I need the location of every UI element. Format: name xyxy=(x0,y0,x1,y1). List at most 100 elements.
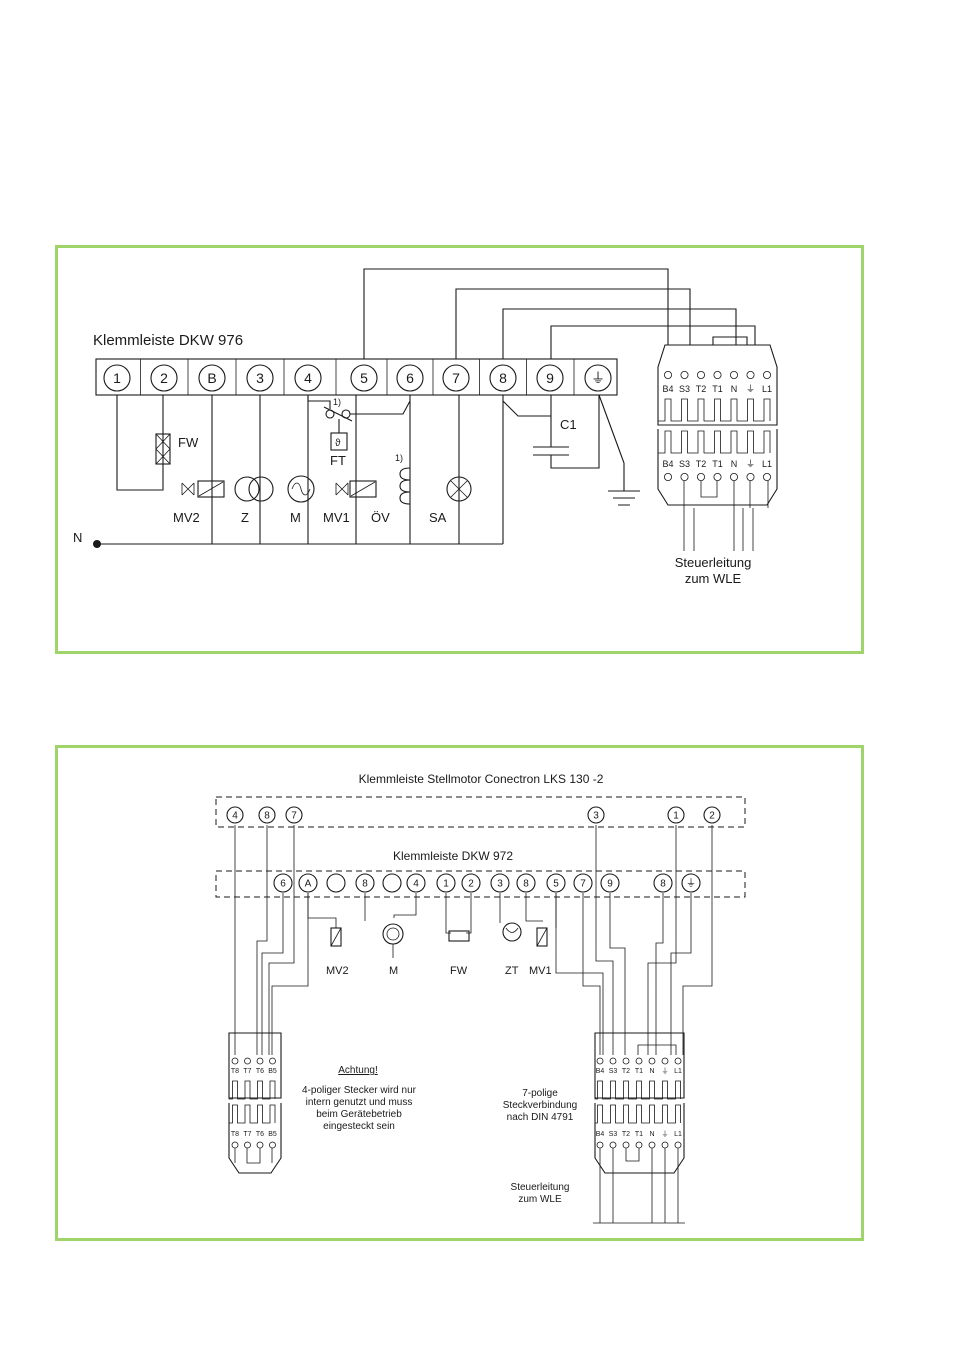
terminal: A xyxy=(298,873,318,893)
cable-label-1: Steuerleitung xyxy=(675,555,752,570)
terminal-label: 3 xyxy=(256,370,264,386)
pin-label: T1 xyxy=(712,384,723,394)
fault-lamp-icon xyxy=(446,476,472,502)
terminal-label: 4 xyxy=(413,879,419,890)
terminal-label: 7 xyxy=(452,370,460,386)
cable-label-1: Steuerleitung xyxy=(511,1182,570,1193)
cable-label-2: zum WLE xyxy=(518,1194,562,1205)
terminal xyxy=(326,873,346,893)
zt-transformer-icon xyxy=(502,922,522,942)
terminal-label: 2 xyxy=(709,811,715,822)
terminal: 8 xyxy=(653,873,673,893)
motor-icon xyxy=(382,923,404,945)
label-note-1: 1) xyxy=(333,397,341,407)
pin-label: ⏚ xyxy=(662,1130,669,1138)
terminal xyxy=(382,873,402,893)
terminal-label: A xyxy=(305,879,312,890)
pin-label: T8 xyxy=(231,1068,239,1075)
terminal-label: 6 xyxy=(406,370,414,386)
terminal-label: 1 xyxy=(113,370,121,386)
terminal-label: ⏚ xyxy=(686,878,696,890)
warning-title: Achtung! xyxy=(338,1065,377,1076)
terminal-strip-972 xyxy=(215,870,746,898)
terminal-label: B xyxy=(207,370,216,386)
terminal: 1 xyxy=(436,873,456,893)
terminal-label: 3 xyxy=(593,811,599,822)
label-fw: FW xyxy=(450,965,468,977)
plug7-note-1: 7-polige xyxy=(522,1088,558,1099)
terminal-label: 4 xyxy=(232,811,238,822)
pin-label: T7 xyxy=(243,1068,251,1075)
plug7-note-2: Steckverbindung xyxy=(503,1100,578,1111)
label-c1: C1 xyxy=(560,417,577,432)
pin-label: S3 xyxy=(609,1131,618,1138)
terminal: 7 xyxy=(442,364,470,392)
terminal: 2 xyxy=(461,873,481,893)
pin-label: ⏚ xyxy=(662,1067,669,1075)
terminal: 3 xyxy=(490,873,510,893)
terminal-label: 8 xyxy=(523,879,529,890)
label-note-1b: 1) xyxy=(395,453,403,463)
terminal-label: 6 xyxy=(280,879,286,890)
motor-terminal-strip xyxy=(215,796,746,828)
svg-text:ϑ: ϑ xyxy=(335,438,341,449)
terminal: ⏚ xyxy=(584,364,612,392)
mv1-valve-icon xyxy=(536,927,548,947)
wire-c1 xyxy=(502,395,552,447)
pin-label: T8 xyxy=(231,1131,239,1138)
terminal-strip xyxy=(95,358,618,396)
pin-label: T1 xyxy=(712,459,723,469)
terminal: 7 xyxy=(285,806,303,824)
terminal: 4 xyxy=(406,873,426,893)
terminal-label: 2 xyxy=(160,370,168,386)
pin-label: T2 xyxy=(696,384,707,394)
terminal-label: 9 xyxy=(546,370,554,386)
warning-line-4: eingesteckt sein xyxy=(323,1121,395,1132)
pin-label: S3 xyxy=(679,459,690,469)
pin-label: B5 xyxy=(268,1131,277,1138)
component-wires xyxy=(307,893,557,934)
warning-line-2: intern genutzt und muss xyxy=(306,1097,413,1108)
warning-line-1: 4-poliger Stecker wird nur xyxy=(302,1085,417,1096)
terminal: 3 xyxy=(587,806,605,824)
motor-icon xyxy=(287,475,315,503)
terminal: 1 xyxy=(667,806,685,824)
pin-label: T6 xyxy=(256,1068,264,1075)
terminal: 5 xyxy=(546,873,566,893)
pin-label: L1 xyxy=(674,1068,682,1075)
terminal: 4 xyxy=(226,806,244,824)
label-zt: ZT xyxy=(505,965,519,977)
terminal: 4 xyxy=(294,364,322,392)
terminal-label: 1 xyxy=(443,879,449,890)
cable-label-2: zum WLE xyxy=(685,571,742,586)
terminal-label: 5 xyxy=(553,879,559,890)
terminal-label: 3 xyxy=(497,879,503,890)
control-wires xyxy=(363,268,756,359)
pin-label: T7 xyxy=(243,1131,251,1138)
terminal-label: 8 xyxy=(499,370,507,386)
pin-label: L1 xyxy=(762,384,772,394)
terminal-strip-title: Klemmleiste DKW 976 xyxy=(93,332,243,349)
wire-returns xyxy=(211,395,504,544)
terminal: 3 xyxy=(246,364,274,392)
terminal: 8 xyxy=(355,873,375,893)
label-sa: SA xyxy=(429,510,447,525)
terminal: 1 xyxy=(103,364,131,392)
pin-label: N xyxy=(649,1131,654,1138)
terminal: 7 xyxy=(573,873,593,893)
pin-label: T2 xyxy=(696,459,707,469)
mv2-valve-icon xyxy=(197,480,225,498)
pin-label: B4 xyxy=(662,459,673,469)
wires-4-pin xyxy=(234,825,309,1055)
pin-label: N xyxy=(731,384,738,394)
terminal-label: 1 xyxy=(673,811,679,822)
label-mv2: MV2 xyxy=(173,510,200,525)
pin-label: L1 xyxy=(762,459,772,469)
transformer-icon xyxy=(234,476,260,502)
terminal-label: 7 xyxy=(291,811,297,822)
terminal-label: ⏚ xyxy=(591,370,605,386)
